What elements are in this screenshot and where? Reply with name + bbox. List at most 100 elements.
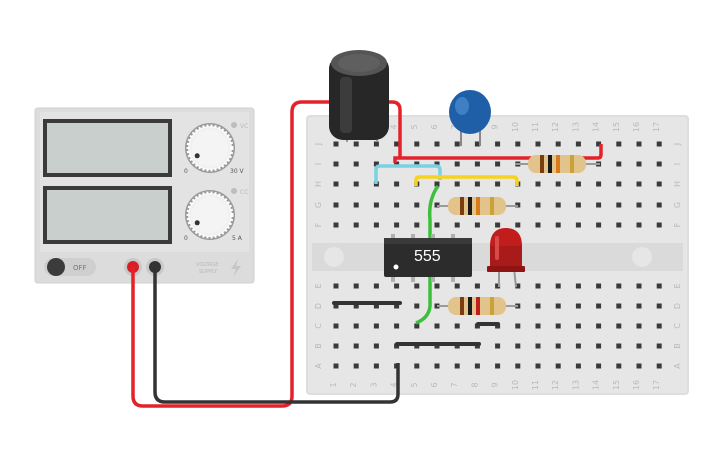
breadboard-hole[interactable] (373, 161, 379, 167)
resistor-top[interactable] (515, 155, 600, 173)
breadboard-hole[interactable] (333, 323, 339, 329)
breadboard-hole[interactable] (414, 141, 420, 147)
breadboard-hole[interactable] (353, 323, 359, 329)
breadboard-hole[interactable] (353, 141, 359, 147)
breadboard-hole[interactable] (373, 283, 379, 289)
breadboard-hole[interactable] (394, 141, 400, 147)
breadboard-hole[interactable] (454, 181, 460, 187)
breadboard-hole[interactable] (515, 323, 521, 329)
breadboard-hole[interactable] (333, 283, 339, 289)
breadboard-hole[interactable] (333, 161, 339, 167)
breadboard-hole[interactable] (474, 161, 480, 167)
breadboard-hole[interactable] (596, 202, 602, 208)
breadboard-hole[interactable] (414, 202, 420, 208)
breadboard-hole[interactable] (414, 161, 420, 167)
breadboard-hole[interactable] (414, 363, 420, 369)
breadboard-hole[interactable] (434, 283, 440, 289)
breadboard-hole[interactable] (636, 161, 642, 167)
breadboard-hole[interactable] (515, 343, 521, 349)
breadboard-hole[interactable] (656, 181, 662, 187)
breadboard-hole[interactable] (555, 202, 561, 208)
breadboard-hole[interactable] (515, 141, 521, 147)
breadboard-hole[interactable] (333, 181, 339, 187)
breadboard-hole[interactable] (596, 363, 602, 369)
electrolytic-capacitor[interactable] (329, 50, 389, 142)
ceramic-capacitor[interactable] (449, 90, 491, 146)
breadboard-hole[interactable] (575, 283, 581, 289)
breadboard-hole[interactable] (373, 323, 379, 329)
breadboard-hole[interactable] (333, 343, 339, 349)
breadboard-hole[interactable] (373, 202, 379, 208)
breadboard-hole[interactable] (535, 141, 541, 147)
breadboard-hole[interactable] (535, 222, 541, 228)
breadboard-hole[interactable] (454, 161, 460, 167)
breadboard-hole[interactable] (495, 141, 501, 147)
breadboard-hole[interactable] (636, 283, 642, 289)
breadboard-hole[interactable] (555, 181, 561, 187)
breadboard-hole[interactable] (373, 363, 379, 369)
power-switch[interactable]: OFF (44, 258, 96, 276)
breadboard-hole[interactable] (555, 363, 561, 369)
breadboard-hole[interactable] (434, 141, 440, 147)
breadboard-hole[interactable] (596, 303, 602, 309)
breadboard-hole[interactable] (394, 323, 400, 329)
breadboard-hole[interactable] (535, 323, 541, 329)
breadboard-hole[interactable] (575, 343, 581, 349)
breadboard-hole[interactable] (434, 363, 440, 369)
breadboard-hole[interactable] (495, 161, 501, 167)
breadboard-hole[interactable] (454, 363, 460, 369)
breadboard-hole[interactable] (394, 202, 400, 208)
breadboard-hole[interactable] (555, 141, 561, 147)
breadboard-hole[interactable] (575, 181, 581, 187)
breadboard-hole[interactable] (495, 181, 501, 187)
breadboard-hole[interactable] (656, 141, 662, 147)
breadboard-hole[interactable] (596, 343, 602, 349)
power-supply[interactable]: VC CC 0 30 V 0 5 A OFF (34, 107, 255, 284)
breadboard-hole[interactable] (616, 141, 622, 147)
wire-red-supply[interactable] (131, 100, 402, 408)
breadboard-hole[interactable] (616, 363, 622, 369)
breadboard-hole[interactable] (616, 343, 622, 349)
breadboard-hole[interactable] (596, 323, 602, 329)
breadboard-hole[interactable] (414, 323, 420, 329)
breadboard-hole[interactable] (616, 161, 622, 167)
breadboard-hole[interactable] (596, 141, 602, 147)
breadboard-hole[interactable] (394, 303, 400, 309)
breadboard-hole[interactable] (636, 323, 642, 329)
voltage-knob[interactable] (185, 123, 235, 173)
breadboard-hole[interactable] (474, 363, 480, 369)
breadboard-hole[interactable] (636, 363, 642, 369)
wire-red-top[interactable] (393, 144, 603, 163)
current-knob[interactable] (185, 190, 235, 240)
breadboard-hole[interactable] (394, 283, 400, 289)
breadboard-hole[interactable] (636, 141, 642, 147)
breadboard-hole[interactable] (656, 303, 662, 309)
breadboard-hole[interactable] (474, 323, 480, 329)
breadboard-hole[interactable] (535, 283, 541, 289)
breadboard-hole[interactable] (535, 343, 541, 349)
breadboard-hole[interactable] (636, 181, 642, 187)
breadboard-hole[interactable] (333, 202, 339, 208)
breadboard-hole[interactable] (616, 283, 622, 289)
breadboard-hole[interactable] (434, 222, 440, 228)
breadboard-hole[interactable] (515, 283, 521, 289)
breadboard-hole[interactable] (454, 283, 460, 289)
wire-yellow[interactable] (414, 175, 519, 186)
breadboard-hole[interactable] (495, 363, 501, 369)
breadboard-hole[interactable] (474, 283, 480, 289)
breadboard-hole[interactable] (515, 222, 521, 228)
breadboard-hole[interactable] (333, 141, 339, 147)
breadboard-hole[interactable] (616, 222, 622, 228)
breadboard-hole[interactable] (454, 141, 460, 147)
breadboard-hole[interactable] (636, 202, 642, 208)
breadboard-hole[interactable] (373, 222, 379, 228)
breadboard-hole[interactable] (373, 303, 379, 309)
breadboard-hole[interactable] (353, 283, 359, 289)
breadboard-hole[interactable] (575, 141, 581, 147)
breadboard-hole[interactable] (636, 222, 642, 228)
breadboard-hole[interactable] (636, 343, 642, 349)
breadboard-hole[interactable] (656, 343, 662, 349)
breadboard-hole[interactable] (454, 323, 460, 329)
breadboard-hole[interactable] (616, 202, 622, 208)
wire-black-supply[interactable] (153, 267, 400, 404)
